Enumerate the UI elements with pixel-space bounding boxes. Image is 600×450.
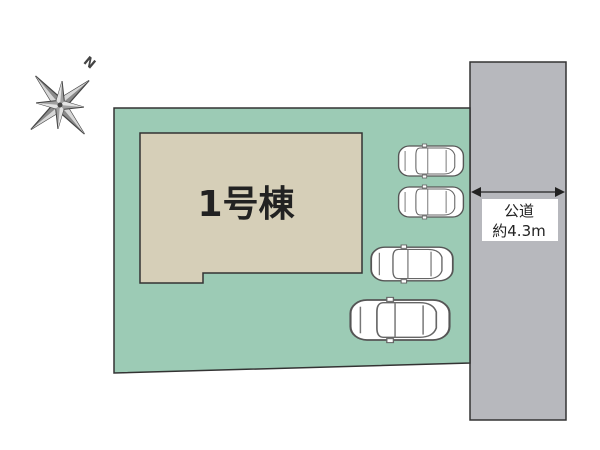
road-label-name: 公道: [504, 202, 534, 220]
road-label-backing: [482, 199, 558, 241]
road-width-arrow: [471, 187, 565, 197]
parking-car-3: [370, 244, 454, 284]
parking-car-1: [397, 143, 465, 179]
parking-car-2: [397, 184, 465, 220]
parking-car-4: [349, 296, 451, 344]
compass-rose-icon: [30, 75, 90, 135]
road-label-width: 約4.3m: [492, 222, 545, 240]
building-footprint: [139, 132, 363, 284]
building-label: 1号棟: [197, 184, 295, 225]
compass-north-label: N: [80, 54, 98, 72]
